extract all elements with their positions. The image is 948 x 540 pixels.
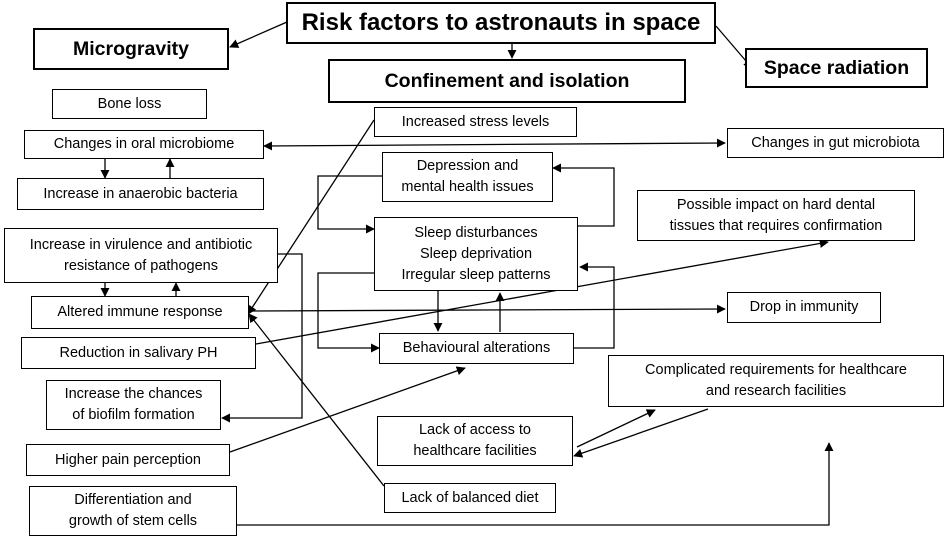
arrow-immune-to-immunity bbox=[248, 304, 726, 314]
node-anaerobic-bacteria: Increase in anaerobic bacteria bbox=[17, 178, 264, 210]
node-gut-microbiota: Changes in gut microbiota bbox=[727, 128, 944, 158]
arrow-complicated-to-access bbox=[573, 408, 709, 458]
node-drop-immunity: Drop in immunity bbox=[727, 292, 881, 323]
node-healthcare-access: Lack of access to healthcare facilities bbox=[377, 416, 573, 466]
arrow-pain-to-behaviour bbox=[229, 366, 466, 453]
node-stem-cells: Differentiation and growth of stem cells bbox=[29, 486, 237, 536]
category-radiation: Space radiation bbox=[745, 48, 928, 88]
node-sleep-disturbances: Sleep disturbances Sleep deprivation Irr… bbox=[374, 217, 578, 291]
diagram-title: Risk factors to astronauts in space bbox=[286, 2, 716, 44]
arrow-stemcells-to-complicated bbox=[237, 442, 834, 526]
arrow-salivary-to-dental bbox=[255, 238, 829, 345]
node-complicated-requirements: Complicated requirements for healthcare … bbox=[608, 355, 944, 407]
node-immune-response: Altered immune response bbox=[31, 296, 249, 329]
node-stress-levels: Increased stress levels bbox=[374, 107, 577, 137]
node-behavioural-alterations: Behavioural alterations bbox=[379, 333, 574, 364]
node-virulence: Increase in virulence and antibiotic res… bbox=[4, 228, 278, 283]
node-biofilm: Increase the chances of biofilm formatio… bbox=[46, 380, 221, 430]
arrow-stress-to-immune bbox=[247, 119, 375, 315]
node-bone-loss: Bone loss bbox=[52, 89, 207, 119]
node-dental-tissues: Possible impact on hard dental tissues t… bbox=[637, 190, 915, 241]
arrow-oral-gut bbox=[263, 138, 726, 151]
arrow-title-to-microgravity bbox=[229, 21, 288, 48]
category-confinement: Confinement and isolation bbox=[328, 59, 686, 103]
arrow-behaviour-loop-right bbox=[574, 262, 615, 349]
node-depression: Depression and mental health issues bbox=[382, 152, 553, 202]
arrow-diet-to-immune bbox=[248, 313, 385, 487]
node-balanced-diet: Lack of balanced diet bbox=[384, 483, 556, 513]
arrow-access-to-complicated bbox=[576, 409, 656, 448]
category-microgravity: Microgravity bbox=[33, 28, 229, 70]
arrow-depression-to-sleep bbox=[317, 175, 382, 234]
node-salivary-ph: Reduction in salivary PH bbox=[21, 337, 256, 369]
arrow-sleep-to-depression bbox=[552, 163, 615, 227]
node-pain-perception: Higher pain perception bbox=[26, 444, 230, 476]
node-oral-microbiome: Changes in oral microbiome bbox=[24, 130, 264, 159]
arrow-sleep-loop-left bbox=[317, 272, 380, 353]
